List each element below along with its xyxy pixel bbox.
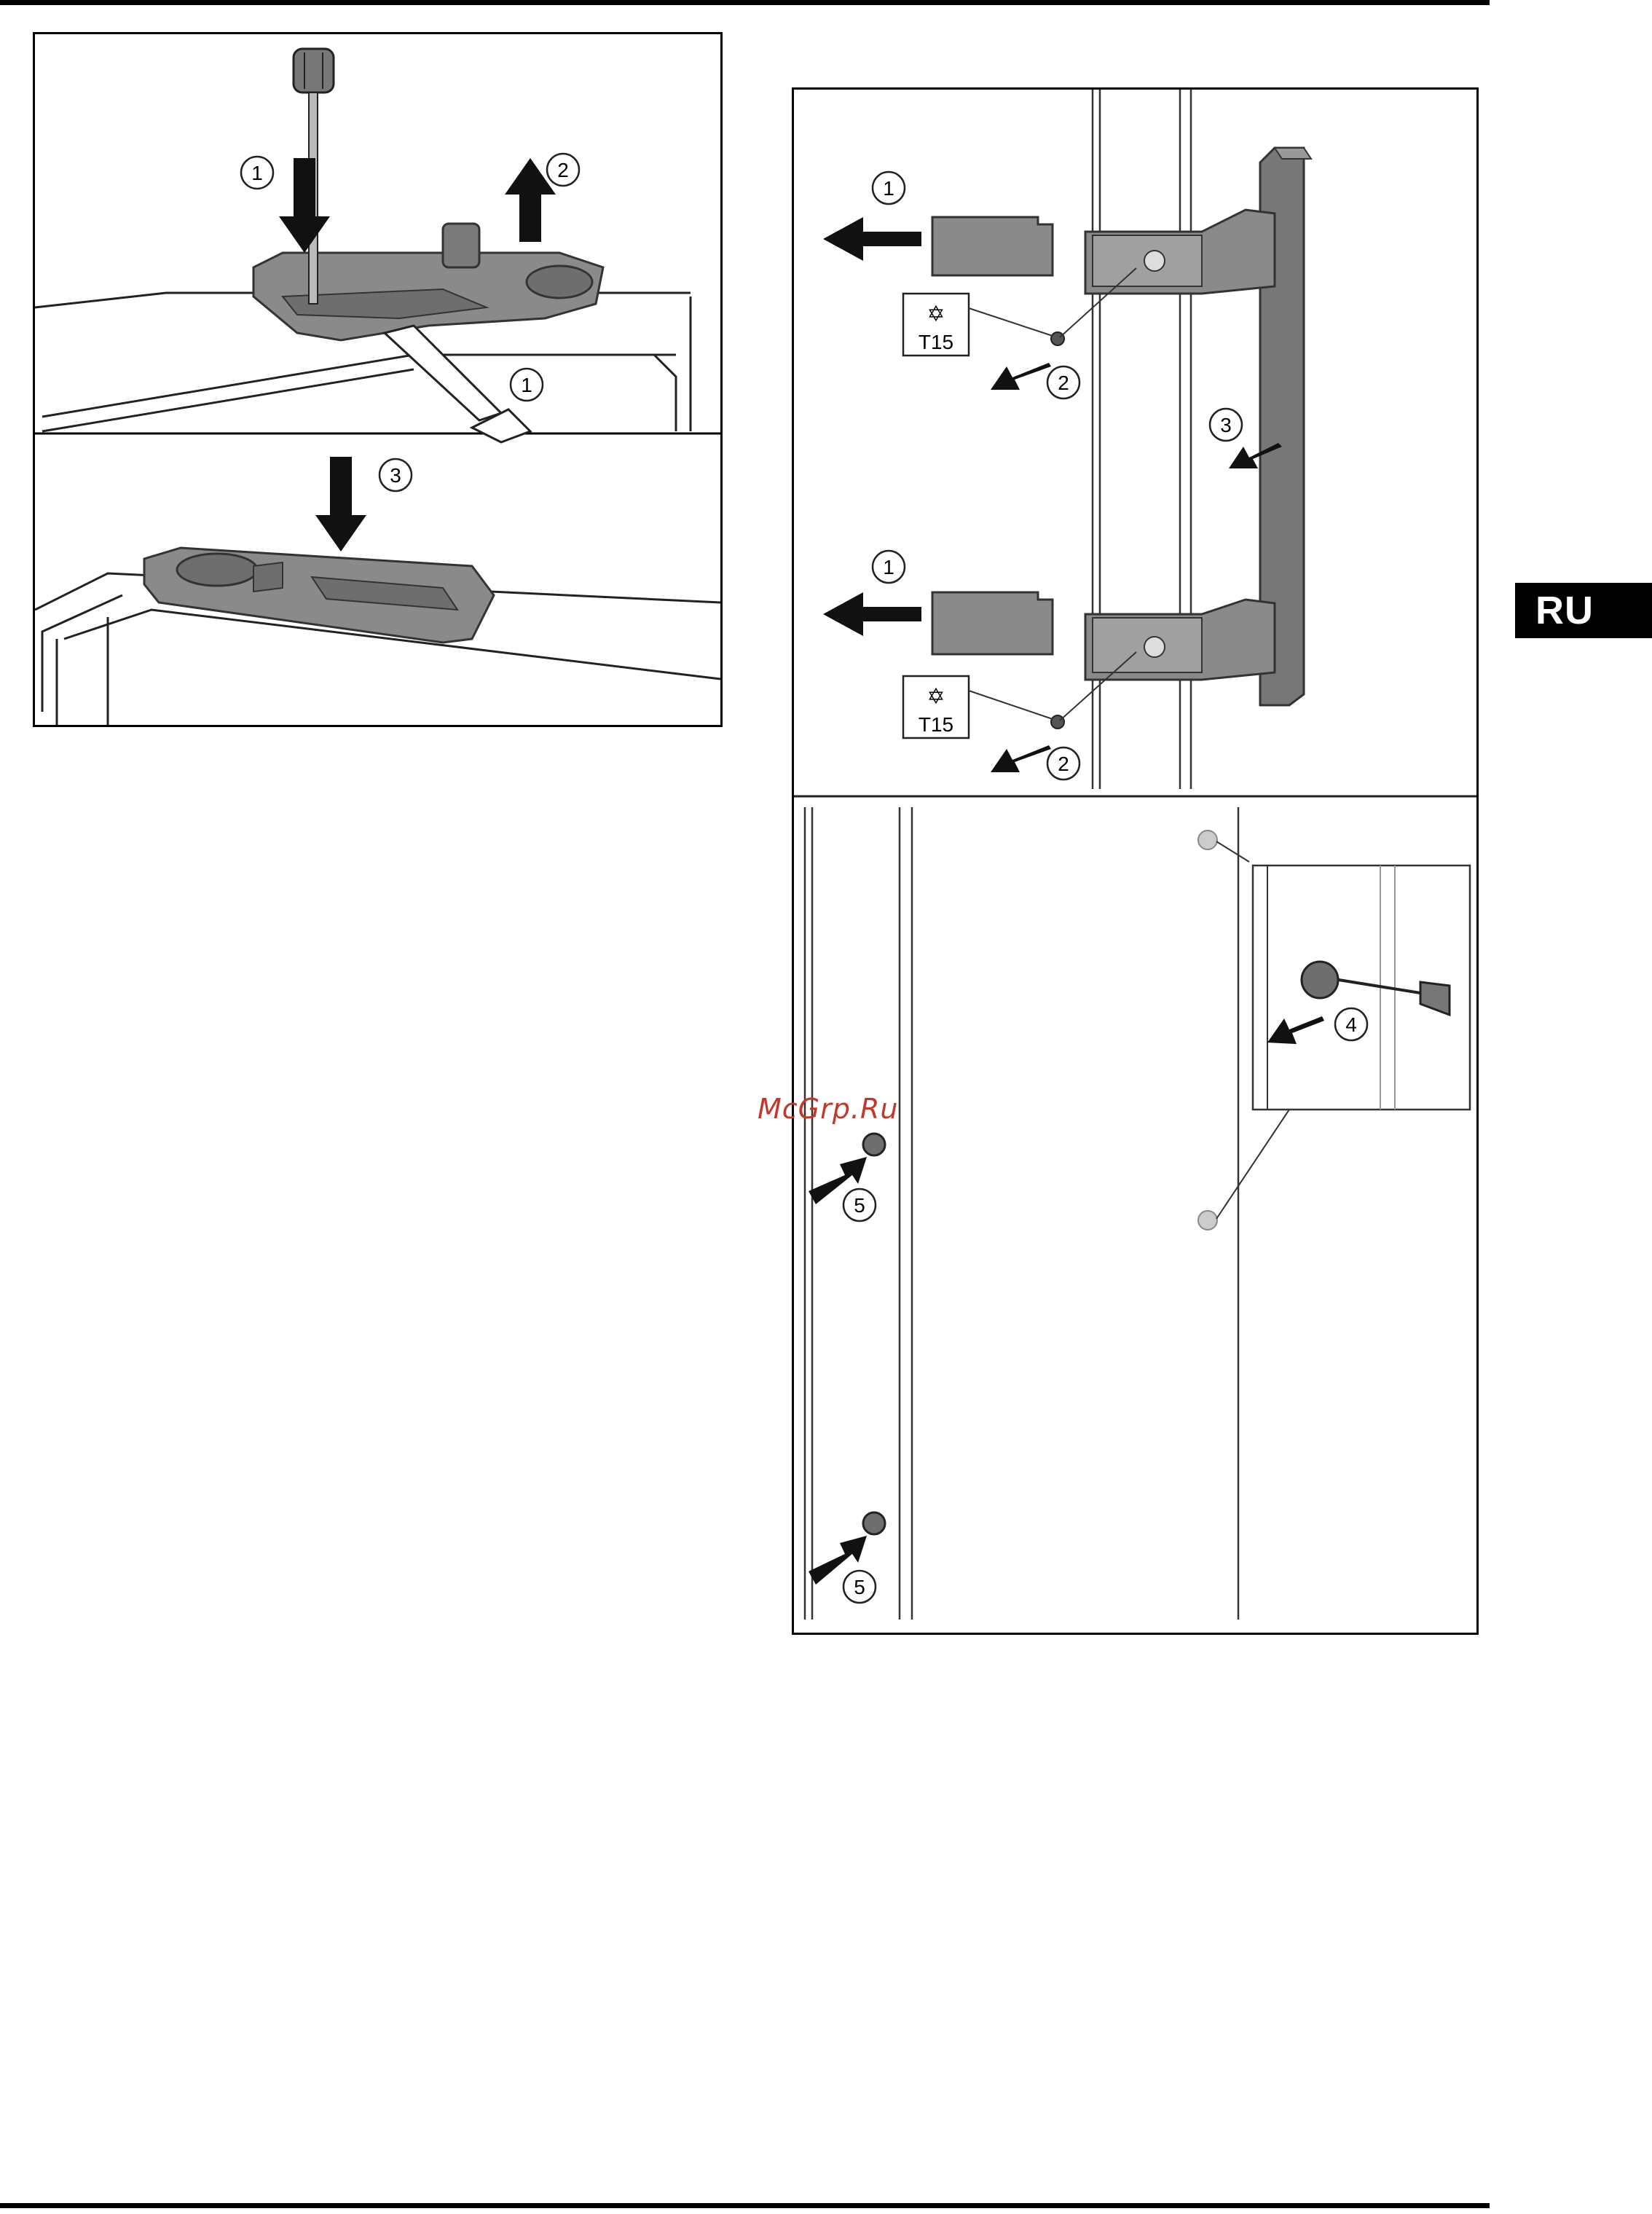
step-marker: 3 (379, 459, 412, 491)
figure-handle-removal: ✡ T15 ✡ T15 1 2 3 1 2 (792, 87, 1479, 1635)
torx-tool-box: ✡ T15 (903, 294, 1053, 356)
torx-icon: ✡ (927, 684, 945, 710)
step-number: 1 (883, 177, 894, 200)
hinge-cover-installed (144, 548, 494, 643)
torx-tool-box: ✡ T15 (903, 676, 1053, 738)
step-marker: 1 (511, 369, 543, 401)
step-marker: 5 (843, 1189, 876, 1221)
handle-removal-diagram: ✡ T15 ✡ T15 1 2 3 1 2 (794, 90, 1476, 1633)
step-number: 1 (521, 374, 532, 396)
tool-label: T15 (919, 331, 953, 353)
arrow-left-icon (823, 592, 921, 636)
step-marker: 2 (1047, 366, 1079, 399)
arrow-down-icon (279, 158, 330, 253)
step-marker: 2 (547, 154, 579, 186)
plug-icon (863, 1134, 885, 1155)
step-number: 5 (854, 1576, 865, 1598)
step-marker: 4 (1335, 1008, 1367, 1040)
step-marker: 1 (241, 157, 273, 189)
arrow-down-icon (315, 457, 366, 551)
cover-plate (932, 592, 1053, 654)
tool-label: T15 (919, 713, 953, 736)
arrow-diagonal-icon (991, 363, 1051, 390)
screw-icon (1051, 715, 1064, 729)
arrow-left-icon (823, 217, 921, 261)
plug-icon (863, 1512, 885, 1534)
language-tab: RU (1515, 583, 1652, 638)
hinge-cover-diagram: 1 2 1 3 (35, 34, 720, 725)
arrow-diagonal-icon (991, 745, 1051, 772)
step-number: 5 (854, 1194, 865, 1217)
step-number: 2 (1058, 372, 1069, 394)
torx-icon: ✡ (927, 302, 945, 327)
watermark: McGrp.Ru (758, 1093, 898, 1125)
step-marker: 3 (1210, 409, 1242, 441)
hole-marker (1198, 1211, 1217, 1230)
step-number: 2 (557, 159, 569, 181)
step-marker: 2 (1047, 747, 1079, 780)
step-marker: 1 (873, 172, 905, 204)
step-marker: 5 (843, 1571, 876, 1603)
cover-plate (932, 217, 1053, 275)
step-number: 4 (1345, 1013, 1357, 1036)
hole-marker (1198, 831, 1217, 849)
flat-screwdriver-icon (385, 326, 530, 442)
footer-rule (0, 2203, 1490, 2208)
step-number: 3 (1220, 414, 1232, 436)
header-rule (0, 0, 1490, 5)
step-number: 1 (883, 556, 894, 578)
step-marker: 1 (873, 551, 905, 583)
step-number: 3 (390, 464, 401, 487)
detail-inset: 4 (1253, 865, 1470, 1110)
step-number: 1 (251, 162, 263, 184)
step-number: 2 (1058, 753, 1069, 775)
figure-hinge-cover-removal: 1 2 1 3 (33, 32, 723, 727)
